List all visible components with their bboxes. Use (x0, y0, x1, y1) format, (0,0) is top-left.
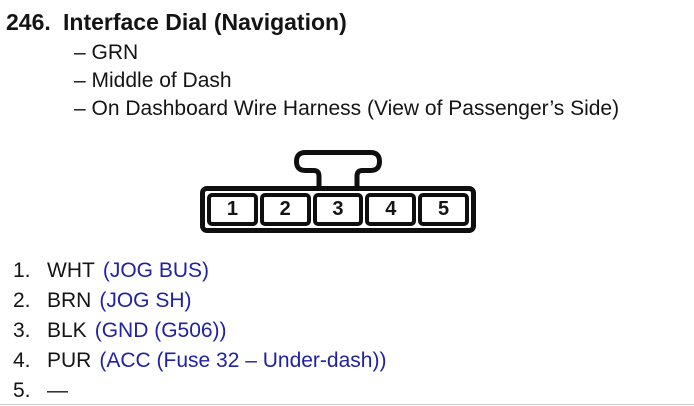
pin-cell-3: 3 (312, 193, 364, 226)
pin-row: 1. WHT (JOG BUS) (13, 256, 386, 286)
pin-cell-2: 2 (259, 193, 311, 226)
wire-color-code: — (47, 379, 68, 402)
pin-row: 3. BLK (GND (G506)) (13, 316, 386, 346)
wire-color-code: BRN (47, 289, 92, 312)
connector-diagram: 1 2 3 4 5 (200, 147, 476, 237)
section-title: 246. Interface Dial (Navigation) (6, 9, 347, 35)
pin-number: 3. (13, 319, 31, 342)
signal-description: (JOG SH) (99, 289, 192, 312)
pin-cell-5: 5 (418, 193, 469, 226)
pin-number: 4. (13, 349, 31, 372)
pin-cell-1: 1 (207, 193, 258, 226)
signal-description: (JOG BUS) (102, 259, 209, 282)
connector-body: 1 2 3 4 5 (200, 186, 476, 233)
page-bottom-rule (0, 404, 694, 405)
pin-row: 4. PUR (ACC (Fuse 32 – Under-dash)) (13, 346, 386, 376)
pin-number: 2. (13, 289, 31, 312)
connector-notes: – GRN – Middle of Dash – On Dashboard Wi… (74, 39, 619, 123)
pin-cell-4: 4 (365, 193, 417, 226)
pin-row: 2. BRN (JOG SH) (13, 286, 386, 316)
signal-description: (ACC (Fuse 32 – Under-dash)) (99, 349, 387, 372)
section-number: 246. (6, 9, 51, 35)
note-line: – GRN (74, 41, 139, 64)
signal-description: (GND (G506)) (94, 319, 227, 342)
pin-number: 5. (13, 379, 31, 402)
latch-tab-icon (294, 150, 382, 190)
wire-color-code: PUR (47, 349, 92, 372)
pin-wire-list: 1. WHT (JOG BUS) 2. BRN (JOG SH) 3. BLK … (13, 256, 386, 406)
page-title: Interface Dial (Navigation) (63, 9, 347, 35)
wire-color-code: BLK (47, 319, 87, 342)
pin-number: 1. (13, 259, 31, 282)
note-line: – Middle of Dash (74, 69, 232, 92)
wire-color-code: WHT (47, 259, 95, 282)
pin-row: 5. — (13, 376, 386, 406)
note-line: – On Dashboard Wire Harness (View of Pas… (74, 97, 620, 120)
